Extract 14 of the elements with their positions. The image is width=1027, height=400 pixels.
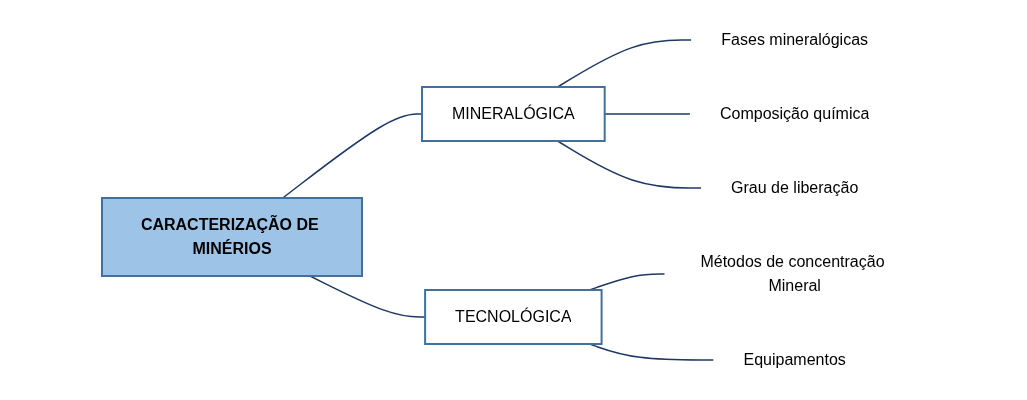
node-text: Métodos de concentração Mineral	[700, 253, 885, 294]
connector	[309, 275, 426, 318]
node-text: Grau de liberação	[731, 179, 859, 196]
connector	[557, 140, 702, 189]
node-box: CARACTERIZAÇÃO DE MINÉRIOS	[101, 197, 364, 277]
connector	[557, 39, 693, 88]
node-text: Fases mineralógicas	[721, 31, 869, 48]
node-text: Equipamentos	[743, 351, 846, 368]
connector	[282, 113, 423, 199]
node-text: Composição química	[720, 105, 870, 122]
node-box: TECNOLÓGICA	[424, 289, 603, 345]
connector	[588, 273, 666, 291]
connector	[604, 113, 691, 115]
node-box: MINERALÓGICA	[421, 86, 606, 142]
